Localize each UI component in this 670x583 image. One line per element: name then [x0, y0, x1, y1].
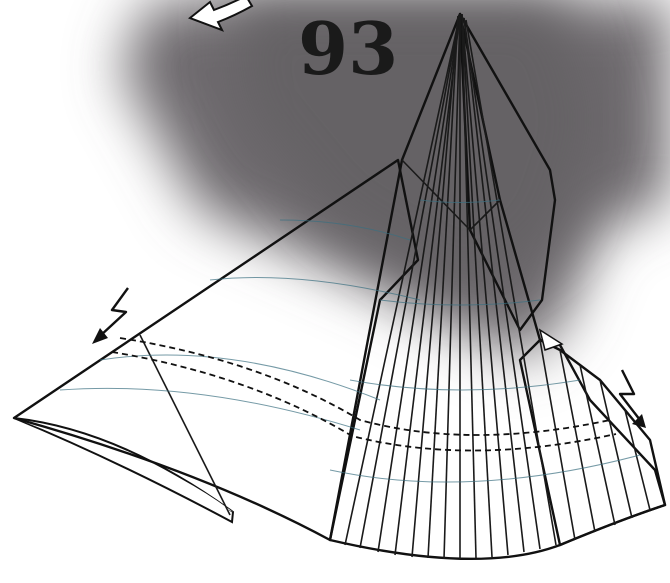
step-number: 93	[298, 6, 398, 91]
